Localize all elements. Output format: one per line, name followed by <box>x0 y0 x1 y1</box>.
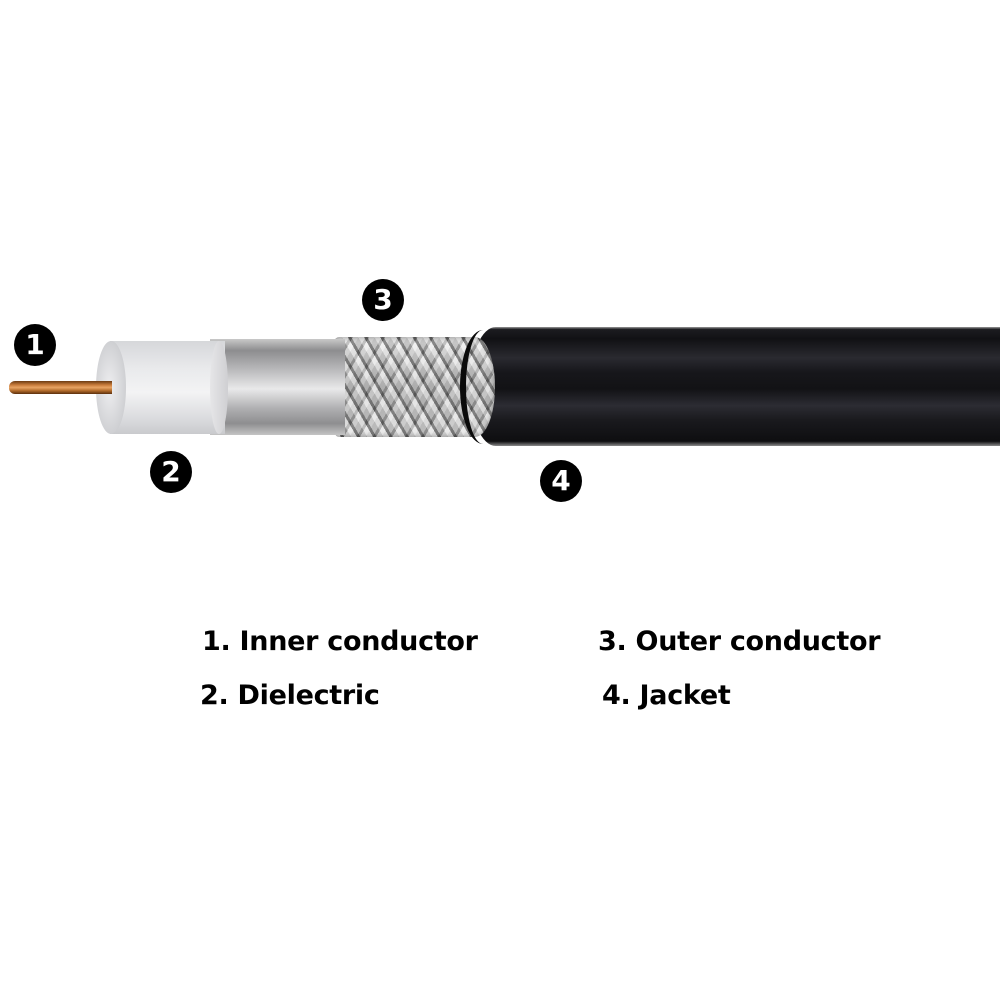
callout-badge-4: 4 <box>540 460 582 502</box>
jacket-layer <box>470 327 1000 446</box>
dielectric-step <box>210 341 228 434</box>
legend-item-inner-conductor: 1. Inner conductor <box>202 626 478 657</box>
callout-badge-1: 1 <box>14 324 56 366</box>
callout-badge-2: 2 <box>150 451 192 493</box>
coax-cable-diagram: 1 2 3 4 <box>9 279 1000 502</box>
inner-conductor-wire <box>9 381 112 394</box>
foil-shield-layer <box>210 339 345 435</box>
dielectric-layer <box>110 341 225 434</box>
legend-item-outer-conductor: 3. Outer conductor <box>598 626 881 657</box>
callout-badge-3: 3 <box>362 279 404 321</box>
legend-item-jacket: 4. Jacket <box>602 680 731 711</box>
legend-item-dielectric: 2. Dielectric <box>200 680 380 711</box>
jacket-cut-edge <box>460 330 506 444</box>
